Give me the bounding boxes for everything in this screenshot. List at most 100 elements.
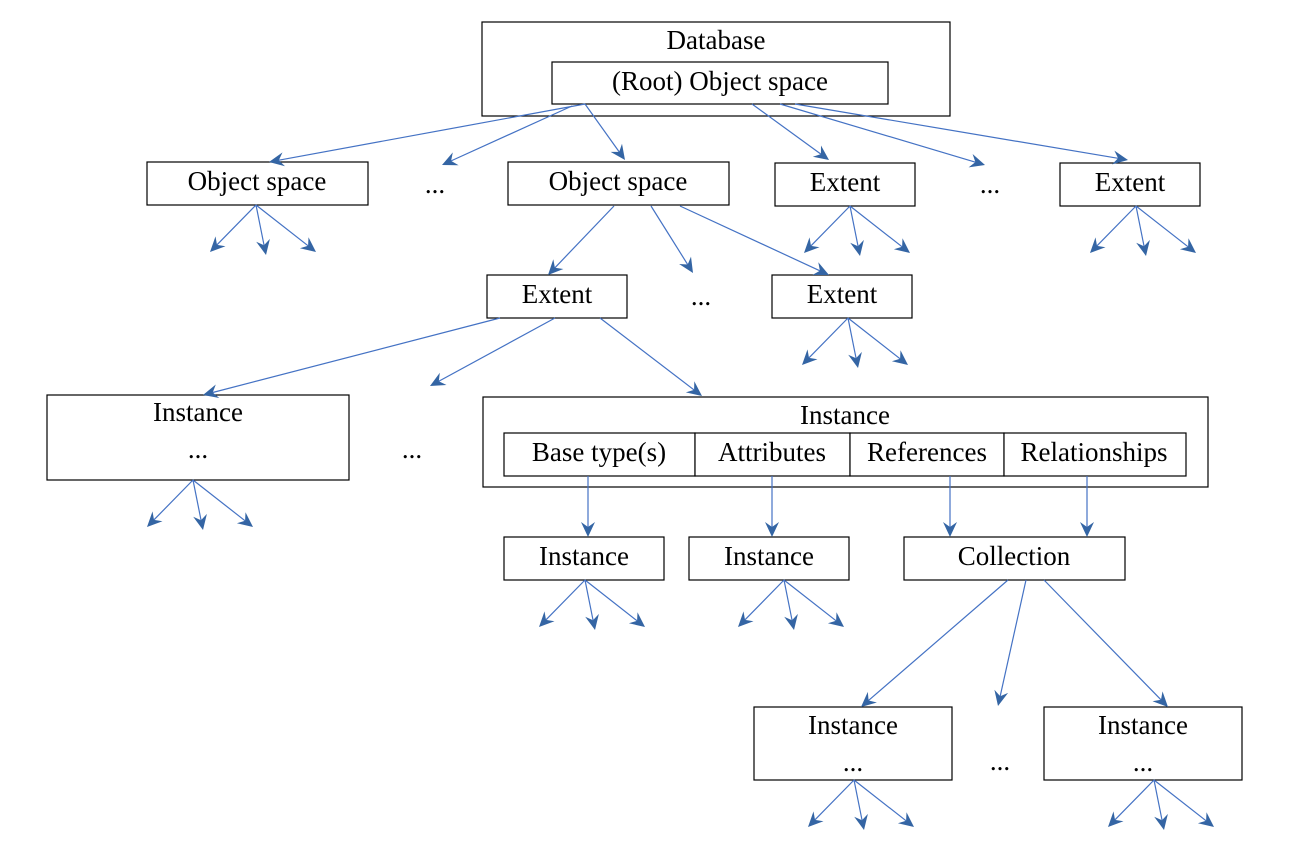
- collection-to-instance-2-arrowhead: [1152, 691, 1168, 707]
- root-to-ellipsis-1-arrowhead: [442, 152, 459, 166]
- instance-left-fan-right-arrowhead: [236, 512, 253, 527]
- extent-to-instance-main-arrowhead: [685, 381, 702, 396]
- instance-attribute-fan-left-arrowhead: [738, 611, 754, 627]
- ellipsis-instances: ...: [402, 434, 422, 464]
- instance-attribute-fan-mid-line: [783, 579, 793, 621]
- ellipsis-extents-top: ...: [980, 169, 1000, 199]
- instance-box-collection-1: [753, 706, 953, 781]
- instance-left-fan-mid-line: [192, 479, 202, 521]
- objspace-1-fan-left-arrowhead: [210, 236, 226, 252]
- instance-collection-2-fan-mid-arrowhead: [1154, 813, 1168, 830]
- instance-collection-1-fan-mid-line: [853, 779, 863, 821]
- root-to-extent-2-arrowhead: [1112, 150, 1128, 165]
- instance-label-main: Instance: [800, 400, 890, 430]
- instance-collection-2-fan-right-arrowhead: [1197, 812, 1214, 827]
- instance-basetype-fan-right-line: [584, 579, 638, 622]
- objspace-1-fan-left-line: [216, 204, 257, 246]
- object-space-label-1: Object space: [188, 166, 327, 196]
- root-object-space-box: [551, 61, 889, 105]
- instance-left-fan-right-line: [192, 479, 246, 522]
- collection-to-instance-1-line: [868, 579, 1009, 701]
- root-to-extent-1-line: [751, 103, 822, 155]
- instance-left-fan-left-line: [153, 479, 194, 521]
- collection-label: Collection: [958, 541, 1071, 571]
- extent-mid-2-fan-left-line: [808, 317, 849, 359]
- instance-label-basetype: Instance: [539, 541, 629, 571]
- instance-label-collection-2: Instance: [1098, 710, 1188, 740]
- root-to-ellipsis-1-line: [450, 105, 573, 162]
- basetype-to-instance-arrowhead: [581, 522, 595, 537]
- extent-top-1-fan-mid-arrowhead: [850, 239, 864, 256]
- object-space-box-2: [507, 161, 730, 206]
- root-to-objspace-2-line: [584, 103, 620, 153]
- object-space-box-1: [146, 161, 369, 206]
- extent-top-2-fan-right-arrowhead: [1179, 238, 1196, 253]
- instance-collection-1-fan-right-line: [853, 779, 907, 822]
- instance-basetype-fan-mid-arrowhead: [585, 613, 599, 630]
- instance-left-fan-left-arrowhead: [147, 511, 163, 527]
- extent-top-2-fan-mid-line: [1135, 205, 1145, 247]
- object-space-label-2: Object space: [549, 166, 688, 196]
- instance-basetype-fan-right-arrowhead: [628, 612, 645, 627]
- instance-label-attribute: Instance: [724, 541, 814, 571]
- objspace-1-fan-right-line: [255, 204, 309, 247]
- root-to-extent-1-arrowhead: [812, 145, 829, 160]
- objspace2-to-extent-2-line: [679, 205, 821, 272]
- objspace2-to-extent-2-arrowhead: [812, 262, 829, 275]
- instance-collection-1-ellipsis: ...: [843, 747, 863, 777]
- extent-top-1-fan-right-arrowhead: [893, 238, 910, 253]
- references-to-collection-arrowhead: [943, 522, 957, 537]
- extent-top-2-fan-right-line: [1135, 205, 1189, 248]
- instance-collection-1-fan-right-arrowhead: [897, 812, 914, 827]
- extent-to-instance-left-line: [212, 317, 501, 394]
- instance-collection-1-fan-left-arrowhead: [808, 811, 824, 827]
- instance-attribute-fan-mid-arrowhead: [784, 613, 798, 630]
- extent-box-mid-1: [486, 274, 628, 319]
- extent-top-2-fan-left-line: [1096, 205, 1137, 247]
- extent-to-ellipsis-line: [438, 317, 556, 382]
- instance-attribute-fan-left-line: [744, 579, 785, 621]
- instance-box-basetype: [503, 536, 665, 581]
- instance-collection-2-fan-mid-line: [1153, 779, 1163, 821]
- root-to-ellipsis-2-line: [779, 103, 976, 163]
- instance-collection-2-fan-right-line: [1153, 779, 1207, 822]
- extent-to-ellipsis-arrowhead: [430, 372, 447, 386]
- objspace2-to-ellipsis-arrowhead: [679, 256, 693, 273]
- extent-top-1-fan-left-line: [810, 205, 851, 247]
- references-label: References: [867, 437, 987, 467]
- collection-to-instance-2-line: [1043, 579, 1162, 701]
- instance-left-ellipsis: ...: [188, 434, 208, 464]
- objspace-1-fan-mid-line: [255, 204, 265, 246]
- extent-box-top-2: [1059, 162, 1201, 207]
- collection-box: [903, 536, 1126, 581]
- extent-to-instance-left-arrowhead: [203, 384, 220, 398]
- ellipsis-object-spaces: ...: [425, 169, 445, 199]
- ellipsis-collection-instances: ...: [990, 746, 1010, 776]
- extent-mid-2-fan-mid-arrowhead: [848, 351, 862, 368]
- collection-to-instance-1-arrowhead: [861, 691, 877, 707]
- extent-mid-2-fan-mid-line: [847, 317, 857, 359]
- instance-basetype-fan-mid-line: [584, 579, 594, 621]
- instance-attribute-fan-right-line: [783, 579, 837, 622]
- extent-box-top-1: [774, 162, 916, 207]
- references-box: [849, 432, 1005, 477]
- extent-top-2-fan-left-arrowhead: [1090, 237, 1106, 253]
- relationships-to-collection-arrowhead: [1080, 522, 1094, 537]
- instance-attribute-fan-right-arrowhead: [827, 612, 844, 627]
- attributes-label: Attributes: [718, 437, 826, 467]
- extent-box-mid-2: [771, 274, 913, 319]
- objspace-1-fan-mid-arrowhead: [256, 238, 270, 255]
- extent-top-1-fan-mid-line: [849, 205, 859, 247]
- attributes-box: [694, 432, 851, 477]
- extent-mid-2-fan-right-arrowhead: [891, 350, 908, 365]
- instance-box-collection-2: [1043, 706, 1243, 781]
- extent-mid-2-fan-right-line: [847, 317, 901, 360]
- extent-label-top-1: Extent: [810, 167, 881, 197]
- instance-box-left: [46, 394, 350, 481]
- database-label: Database: [667, 25, 766, 55]
- collection-to-ellipsis-arrowhead: [994, 689, 1009, 706]
- extent-top-1-fan-left-arrowhead: [804, 237, 820, 253]
- extent-label-mid-1: Extent: [522, 279, 593, 309]
- root-object-space-label: (Root) Object space: [612, 66, 828, 96]
